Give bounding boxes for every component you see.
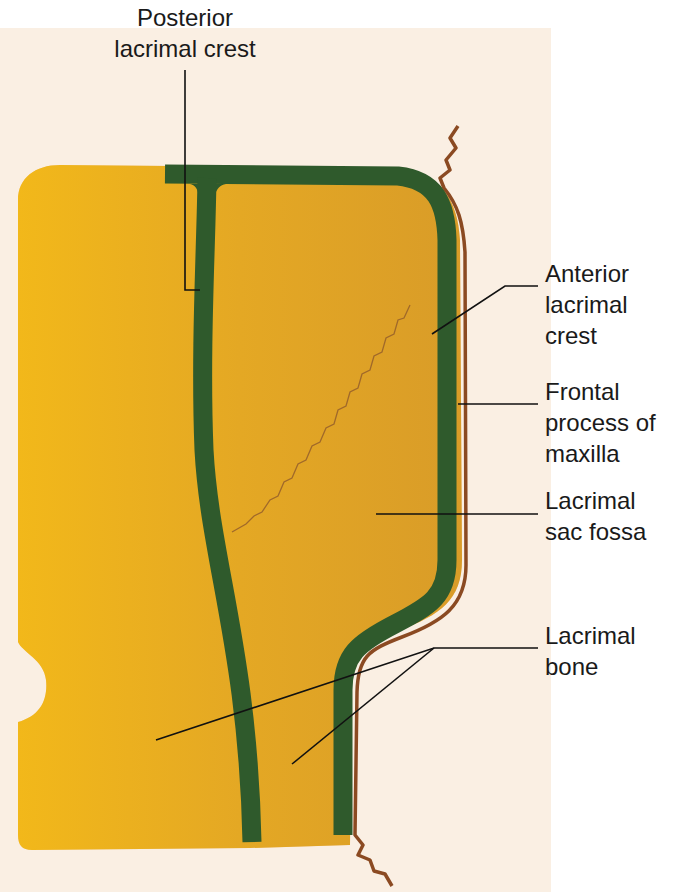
leader-line <box>292 648 434 764</box>
bone-halo <box>18 165 462 850</box>
part-label: Anterior lacrimal crest <box>545 258 670 351</box>
crest-junction <box>190 184 226 215</box>
leader-line <box>432 286 538 334</box>
part-label: Lacrimal sac fossa <box>545 485 670 547</box>
leader-line <box>376 513 538 515</box>
leader-line <box>458 403 538 405</box>
leader-lines <box>156 70 538 764</box>
posterior-crest-band <box>203 178 252 842</box>
leader-line <box>185 70 200 290</box>
leader-line <box>156 648 538 740</box>
part-label: Frontal process of maxilla <box>545 376 670 469</box>
suture-line <box>232 305 410 532</box>
bone-surface <box>18 165 462 850</box>
part-label: Posterior lacrimal crest <box>95 2 275 64</box>
part-label: Lacrimal bone <box>545 620 670 682</box>
